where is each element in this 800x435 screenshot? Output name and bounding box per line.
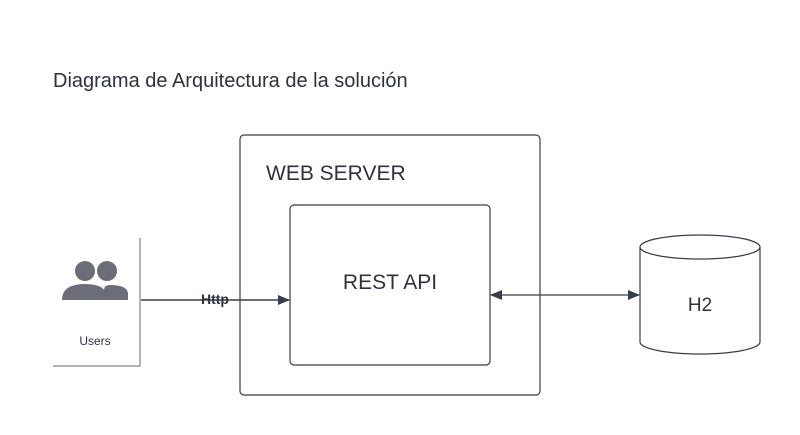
users-label: Users — [79, 334, 110, 348]
users-node: Users — [53, 238, 141, 367]
users-card-shadow — [53, 238, 141, 367]
rest-api-box — [289, 204, 491, 366]
rest-api-label: REST API — [343, 271, 437, 294]
users-to-api-connector: Http — [141, 291, 290, 307]
database-top — [639, 234, 761, 260]
database-body — [639, 247, 761, 355]
h2-database-node: H2 — [639, 234, 761, 355]
database-label: H2 — [688, 295, 712, 316]
rest-api-node: REST API — [289, 204, 491, 366]
diagram-title: Diagrama de Arquitectura de la solución — [53, 70, 408, 92]
users-icon — [62, 261, 128, 300]
web-server-label: WEB SERVER — [266, 162, 406, 185]
http-label: Http — [201, 291, 229, 307]
